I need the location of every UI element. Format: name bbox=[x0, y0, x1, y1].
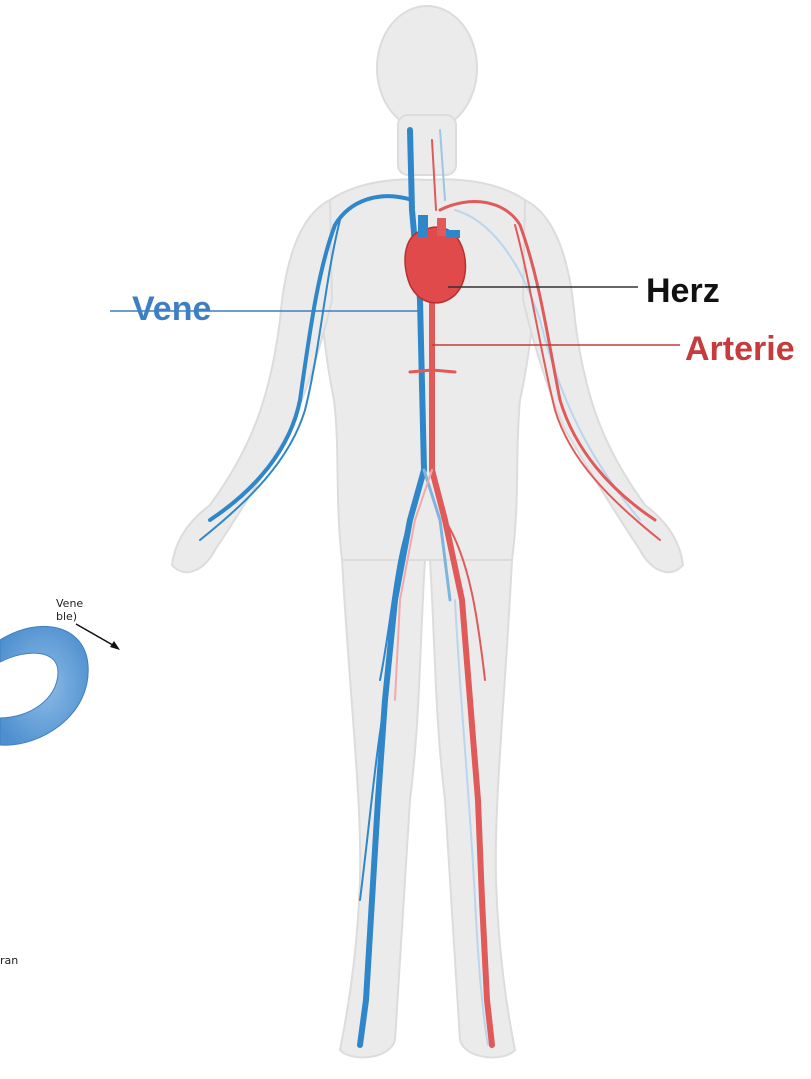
background-vene-sublabel: ble) bbox=[56, 610, 77, 623]
herz-label: Herz bbox=[646, 272, 720, 311]
vene-label: Vene bbox=[132, 290, 211, 329]
background-text-fragment: ran bbox=[0, 954, 18, 967]
arterie-label: Arterie bbox=[685, 330, 795, 369]
body-silhouette bbox=[172, 6, 683, 1057]
background-vene-label: Vene bbox=[56, 597, 83, 610]
background-vein-illustration bbox=[0, 624, 120, 745]
